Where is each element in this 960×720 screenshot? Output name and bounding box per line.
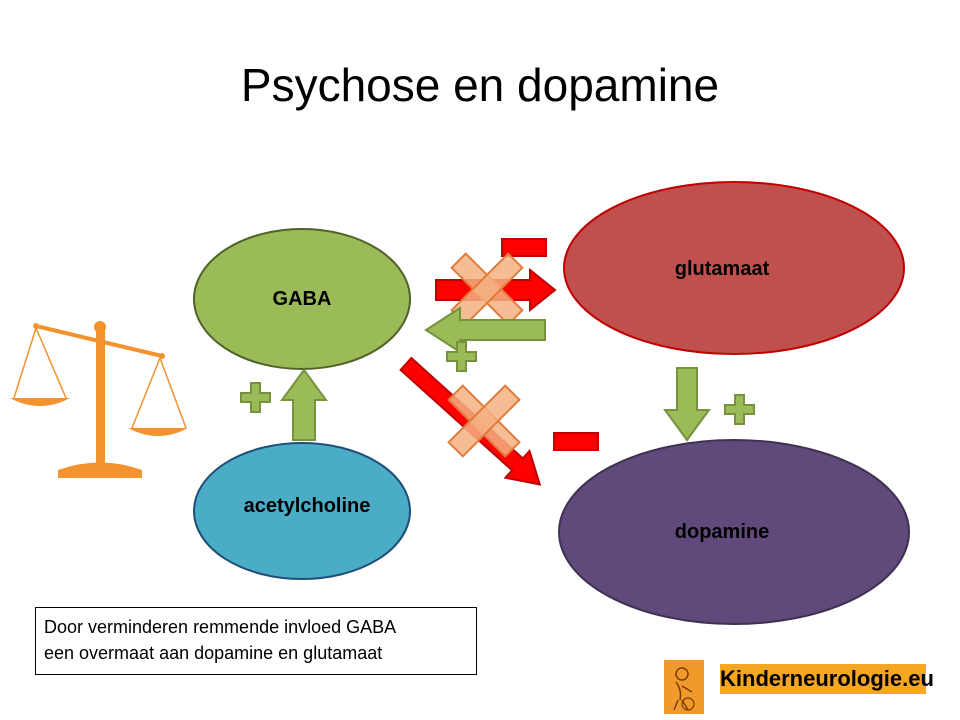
cross-icon [447, 384, 521, 458]
minus-icon [501, 238, 547, 257]
plus-icon [446, 341, 477, 372]
glutamaat-to-dopamine-arrow [663, 367, 711, 442]
logo-text[interactable]: Kinderneurologie.eu [720, 664, 934, 694]
caption-line-2: een overmaat aan dopamine en glutamaat [44, 643, 383, 663]
cross-icon [450, 252, 524, 326]
caption-box: Door verminderen remmende invloed GABA e… [35, 607, 477, 675]
balance-scale-icon [10, 321, 188, 478]
ach-to-gaba-arrow [280, 368, 328, 441]
plus-icon [724, 394, 755, 425]
acetylcholine-node [193, 442, 411, 580]
glutamaat-node [563, 181, 905, 355]
gaba-label: GABA [273, 288, 332, 310]
dopamine-label: dopamine [675, 521, 769, 543]
caption-line-1: Door verminderen remmende invloed GABA [44, 617, 397, 637]
glutamaat-to-gaba-arrow [424, 306, 546, 354]
acetylcholine-label: acetylcholine [244, 495, 371, 517]
plus-icon [240, 382, 271, 413]
gaba-node [193, 228, 411, 370]
glutamaat-label: glutamaat [675, 258, 770, 280]
page-title: Psychose en dopamine [240, 59, 720, 111]
minus-icon [553, 432, 599, 451]
logo: Kinderneurologie.eu [664, 660, 934, 714]
logo-image-icon [664, 660, 704, 714]
dopamine-node [558, 439, 910, 625]
